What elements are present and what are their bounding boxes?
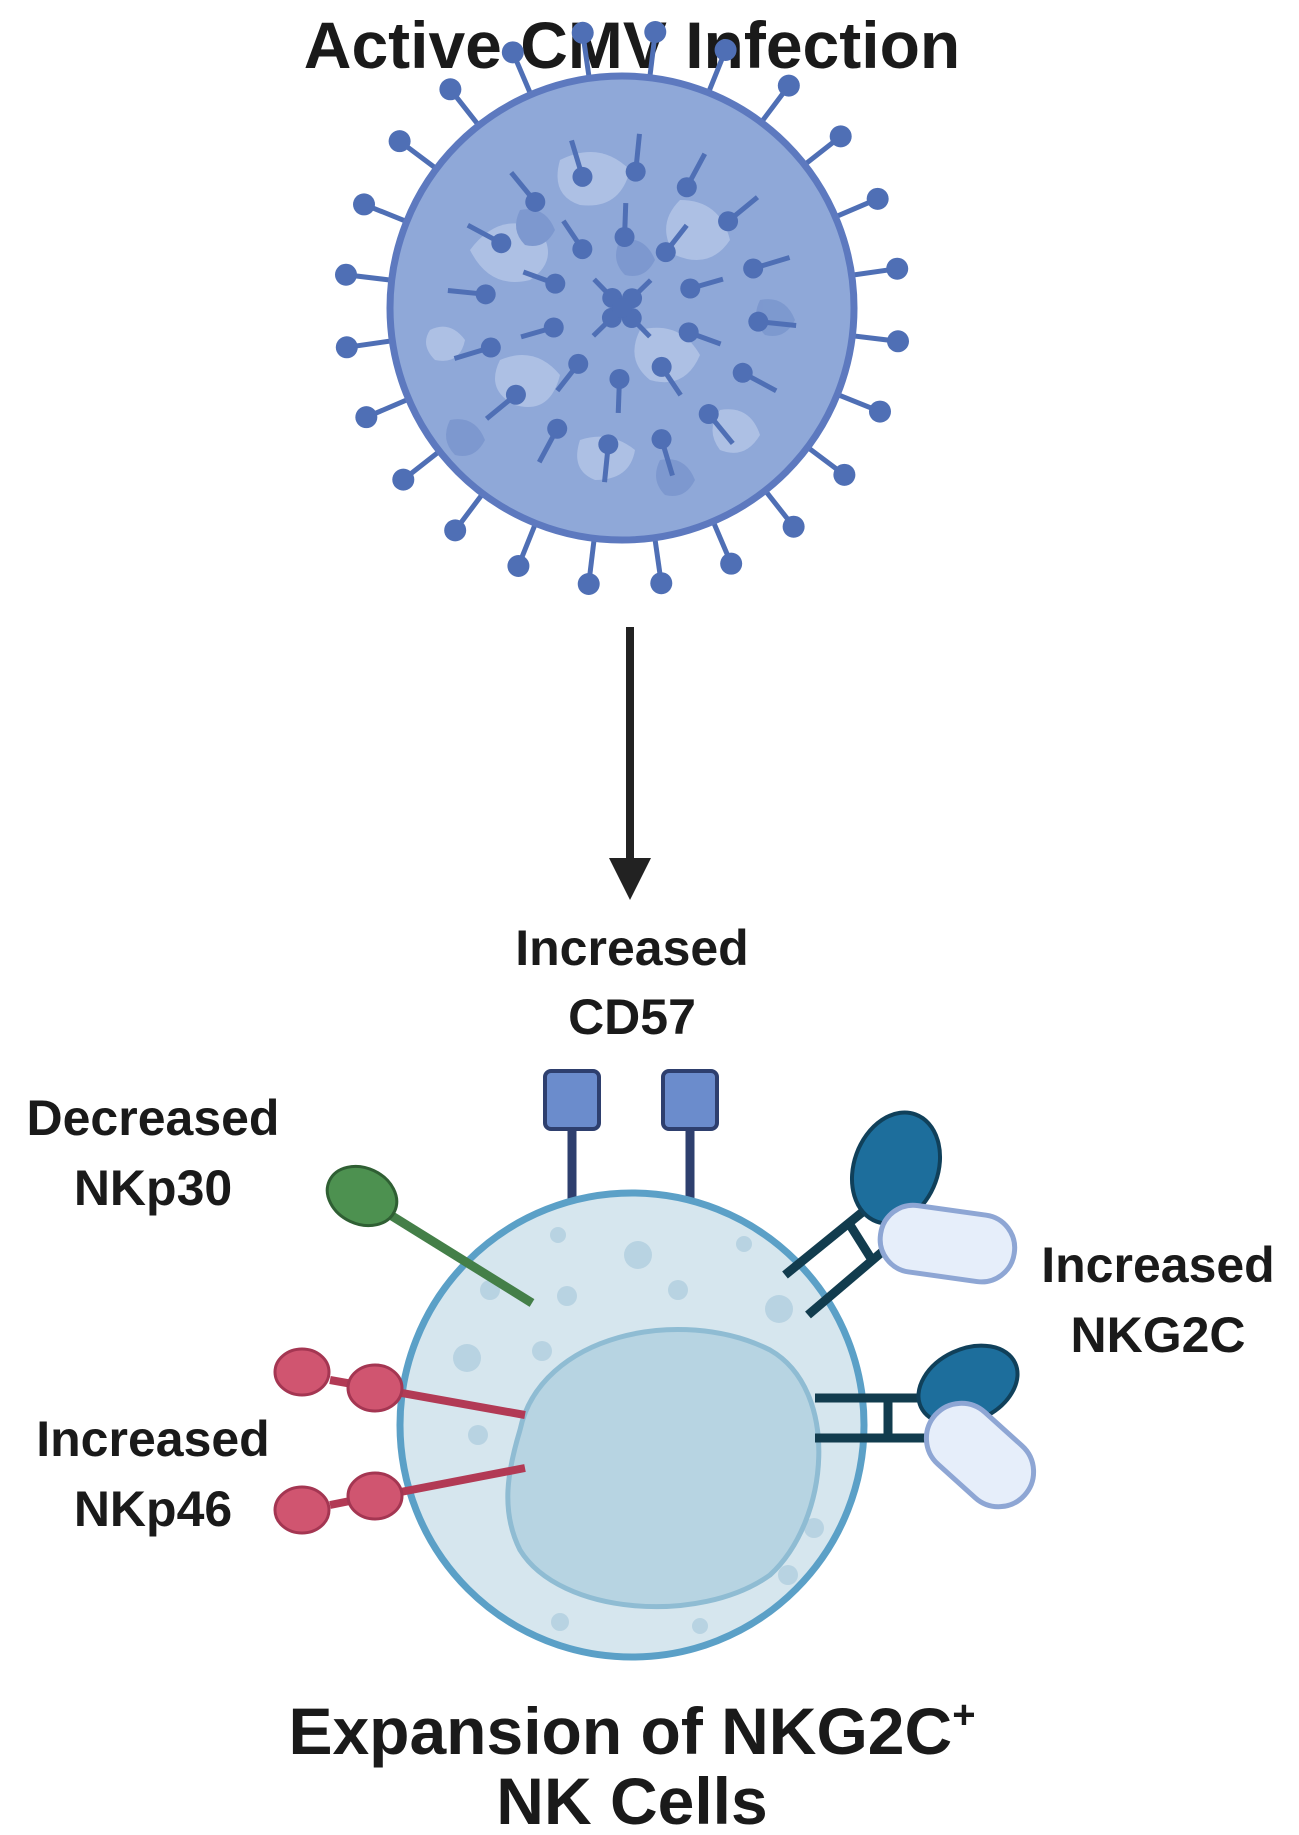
nkp46-receptor-upper [273, 1347, 526, 1419]
virus-surface-head [475, 284, 496, 305]
virus-surface-head [543, 317, 564, 338]
virus-spikes [334, 20, 910, 596]
virus-surface-proteins [447, 133, 797, 483]
footer-line1-main: Expansion of NKG2C [288, 1694, 952, 1768]
virus-spike-head [353, 193, 376, 216]
virus-spike-head [714, 39, 737, 62]
cd57-label-line1: Increased [515, 920, 748, 976]
down-arrow-icon [609, 627, 651, 900]
virus-spike-head [335, 336, 358, 359]
virus-spike-head [866, 187, 889, 210]
footer-line1-sup: + [952, 1693, 975, 1737]
virus-spike-head [334, 263, 357, 286]
virus-surface-head [547, 418, 568, 439]
virus-spike-head [886, 257, 909, 280]
virus-spike-head [833, 463, 856, 486]
virus-surface-head [625, 161, 646, 182]
virus-spike-head [577, 573, 600, 596]
virus-spike-head [444, 519, 467, 542]
virus-surface-head [748, 311, 769, 332]
virus-surface-head [698, 404, 719, 425]
virus-surface-head [491, 233, 512, 254]
virus-surface-head [568, 353, 589, 374]
virus-spike-head [829, 125, 852, 148]
virus-spike-head [507, 554, 530, 577]
cmv-virus-icon [334, 20, 910, 596]
footer-line2: NK Cells [496, 1764, 767, 1835]
footer-line1: Expansion of NKG2C+ [288, 1693, 975, 1768]
virus-spike-head [571, 21, 594, 44]
virus-surface-head [525, 191, 546, 212]
virus-surface-head [614, 227, 635, 248]
virus-surface-head [572, 166, 593, 187]
virus-surface-head [655, 242, 676, 263]
virus-spike-head [501, 41, 524, 64]
virus-spike-head [392, 468, 415, 491]
virus-surface-head [718, 211, 739, 232]
virus-surface-head [680, 278, 701, 299]
nkp46-label-line2: NKp46 [74, 1481, 232, 1537]
virus-surface-head [732, 362, 753, 383]
nkg2c-receptor-lower [815, 1343, 1037, 1510]
virus-surface-head [545, 273, 566, 294]
virus-spike-head [868, 400, 891, 423]
virus-surface-head [651, 429, 672, 450]
virus-spike-head [644, 20, 667, 43]
nkg2c-label-line1: Increased [1041, 1237, 1274, 1293]
virus-spike-head [439, 78, 462, 101]
virus-surface-head [480, 337, 501, 358]
nkp46-label-line1: Increased [36, 1411, 269, 1467]
virus-surface-head [612, 298, 632, 318]
virus-spike-head [777, 74, 800, 97]
virus-spike-head [720, 552, 743, 575]
cell-granules [453, 1227, 824, 1634]
virus-spike-head [887, 330, 910, 353]
title: Active CMV Infection [304, 8, 960, 82]
virus-surface-head [609, 368, 630, 389]
nkp30-receptor [325, 1164, 535, 1307]
virus-surface-head [678, 322, 699, 343]
nk-cell-icon [273, 1069, 1037, 1661]
virus-spike-head [650, 572, 673, 595]
virus-texture [426, 152, 795, 496]
nkp46-receptor-lower [273, 1464, 526, 1535]
cd57-label-line2: CD57 [568, 989, 696, 1045]
virus-surface-head [676, 177, 697, 198]
nkp30-label-line2: NKp30 [74, 1160, 232, 1216]
virus-surface-head [598, 434, 619, 455]
virus-spike-head [782, 515, 805, 538]
virus-surface-head [505, 384, 526, 405]
virus-surface-head [743, 258, 764, 279]
nk-cell-nucleus [505, 1326, 822, 1610]
nkg2c-receptor-upper [782, 1110, 1018, 1319]
nkg2c-label-line2: NKG2C [1070, 1307, 1245, 1363]
nkp30-label-line1: Decreased [27, 1090, 280, 1146]
virus-spike-head [388, 130, 411, 153]
virus-surface-head [572, 239, 593, 260]
virus-spike-head [355, 406, 378, 429]
virus-surface-head [651, 356, 672, 377]
